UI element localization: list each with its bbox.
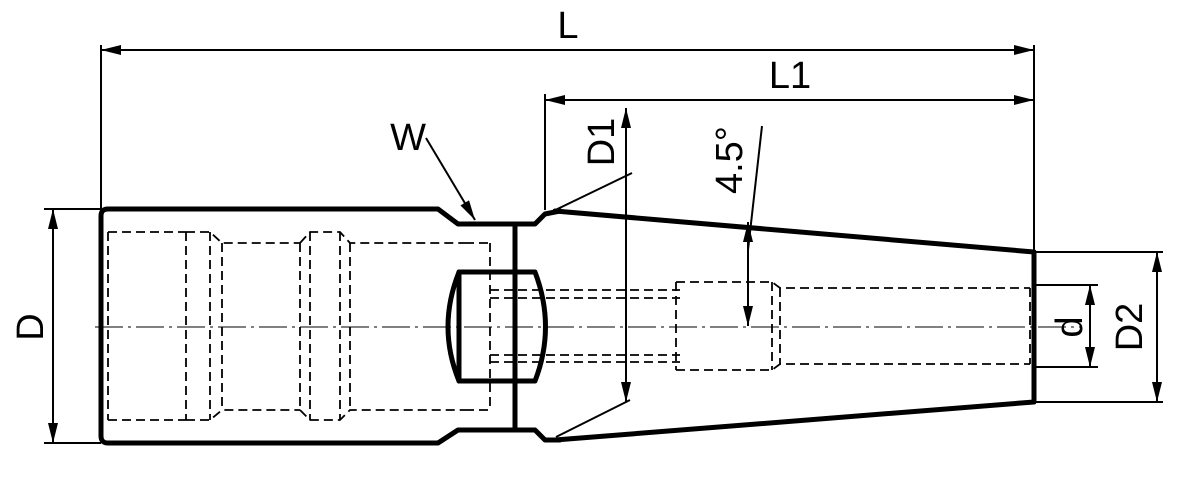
dimension-D1: D1 [544, 108, 633, 438]
label-D: D [10, 313, 52, 340]
label-D1: D1 [581, 118, 623, 167]
hidden-lines [107, 231, 1031, 421]
taper-cone-outline [552, 208, 1037, 443]
dimension-angle: 4.5° [709, 125, 763, 326]
dimension-d: d [1034, 284, 1098, 368]
neck-top [512, 208, 563, 227]
label-angle: 4.5° [709, 126, 751, 194]
label-D2: D2 [1109, 303, 1151, 352]
label-W: W [390, 117, 426, 159]
part-outline [98, 206, 1037, 446]
label-L: L [557, 5, 578, 47]
dimension-L1: L1 [544, 55, 1034, 210]
dimension-D: D [10, 208, 101, 444]
leader-W: W [390, 117, 476, 221]
shank-body-outline [98, 206, 518, 446]
drive-tang [445, 269, 548, 384]
dimension-L: L [100, 5, 1035, 252]
label-d: d [1049, 316, 1091, 337]
label-L1: L1 [769, 55, 811, 97]
dimension-D2: D2 [1034, 251, 1163, 403]
